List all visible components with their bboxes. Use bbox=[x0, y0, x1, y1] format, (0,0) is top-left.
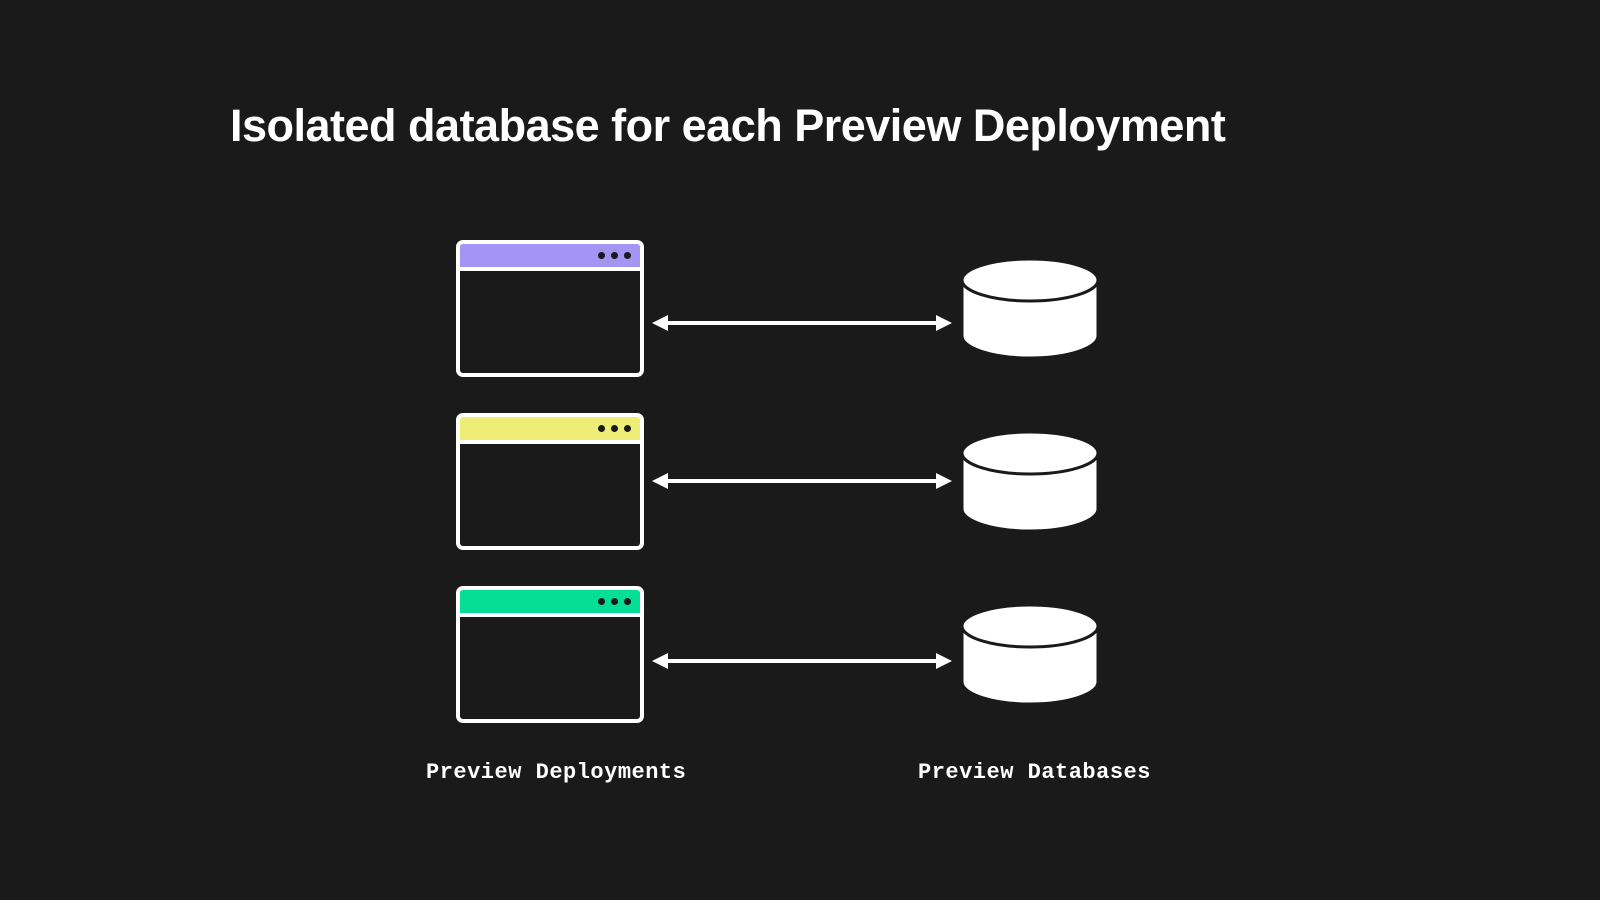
window-titlebar-3 bbox=[460, 590, 640, 613]
window-dot-close-icon[interactable] bbox=[598, 425, 605, 432]
caption-preview-databases: Preview Databases bbox=[918, 760, 1151, 785]
preview-deployment-window-3[interactable] bbox=[456, 586, 644, 723]
window-dot-minimize-icon[interactable] bbox=[611, 425, 618, 432]
window-dot-minimize-icon[interactable] bbox=[611, 598, 618, 605]
preview-deployment-window-1[interactable] bbox=[456, 240, 644, 377]
window-dot-close-icon[interactable] bbox=[598, 598, 605, 605]
window-titlebar-2 bbox=[460, 417, 640, 440]
page-title: Isolated database for each Preview Deplo… bbox=[230, 100, 1226, 151]
window-content-area-1 bbox=[460, 271, 640, 373]
window-dot-minimize-icon[interactable] bbox=[611, 252, 618, 259]
preview-database-cylinder-2[interactable] bbox=[960, 431, 1100, 531]
preview-database-cylinder-3[interactable] bbox=[960, 604, 1100, 704]
window-titlebar-1 bbox=[460, 244, 640, 267]
connector-arrow-2 bbox=[652, 470, 952, 492]
preview-database-cylinder-1[interactable] bbox=[960, 258, 1100, 358]
connector-arrow-1 bbox=[652, 312, 952, 334]
preview-deployment-window-2[interactable] bbox=[456, 413, 644, 550]
window-dot-maximize-icon[interactable] bbox=[624, 425, 631, 432]
connector-arrow-3 bbox=[652, 650, 952, 672]
window-dot-close-icon[interactable] bbox=[598, 252, 605, 259]
window-dot-maximize-icon[interactable] bbox=[624, 598, 631, 605]
window-content-area-3 bbox=[460, 617, 640, 719]
caption-preview-deployments: Preview Deployments bbox=[426, 760, 687, 785]
window-dot-maximize-icon[interactable] bbox=[624, 252, 631, 259]
window-content-area-2 bbox=[460, 444, 640, 546]
